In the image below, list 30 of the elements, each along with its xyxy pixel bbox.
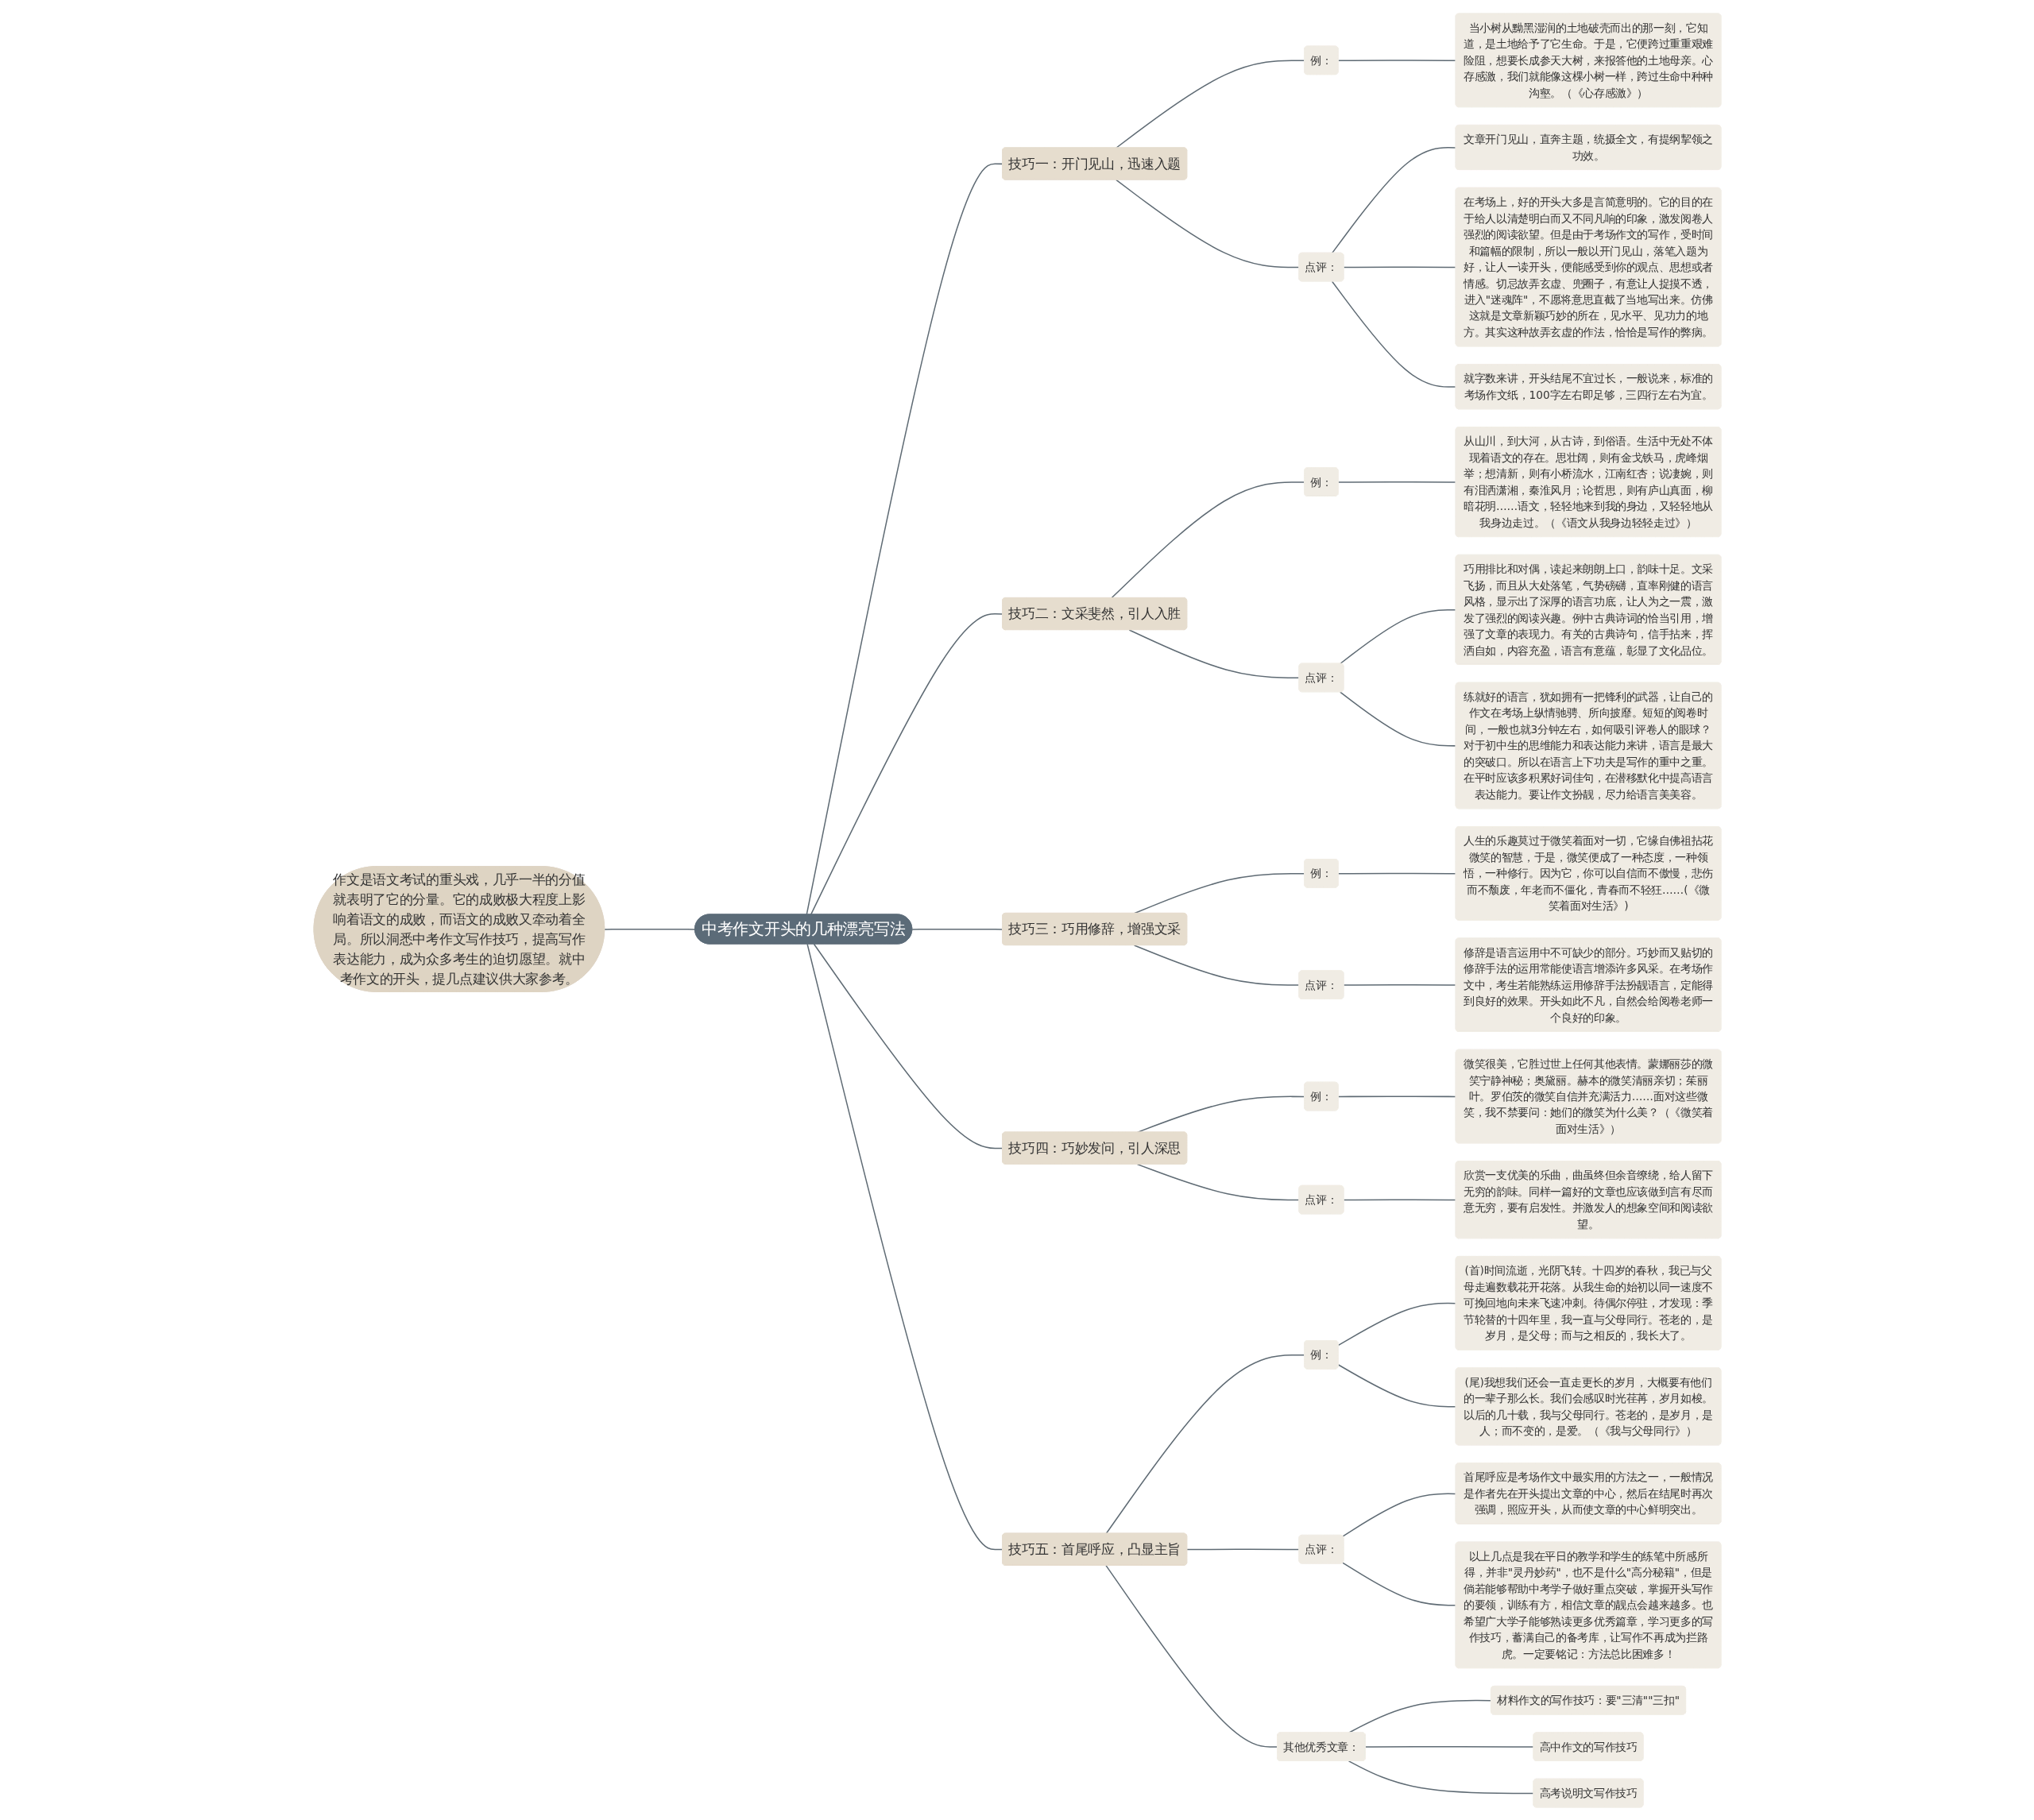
connector bbox=[1104, 1564, 1278, 1748]
connector bbox=[911, 928, 1003, 930]
connector bbox=[1343, 265, 1456, 268]
connector bbox=[1343, 1199, 1456, 1200]
connector bbox=[1337, 59, 1456, 61]
connector bbox=[1133, 944, 1300, 986]
connector bbox=[813, 943, 1003, 1149]
connector bbox=[1343, 983, 1456, 986]
connector bbox=[806, 943, 1003, 1550]
connector bbox=[1331, 146, 1456, 253]
connector bbox=[603, 928, 696, 930]
connector bbox=[1337, 481, 1456, 483]
connector bbox=[1185, 1548, 1300, 1550]
connector bbox=[1331, 280, 1456, 388]
connector bbox=[1105, 1354, 1305, 1534]
connector bbox=[1136, 1163, 1300, 1200]
connector bbox=[1337, 1302, 1456, 1346]
connector bbox=[1128, 628, 1300, 678]
connector bbox=[1337, 1363, 1456, 1408]
connector bbox=[810, 612, 1003, 915]
connector bbox=[1337, 872, 1456, 874]
connector bbox=[1115, 179, 1300, 268]
connector bbox=[1115, 59, 1305, 149]
connector bbox=[1337, 1095, 1456, 1097]
connector bbox=[1341, 1562, 1456, 1606]
connector bbox=[806, 163, 1003, 915]
connector bbox=[1341, 1493, 1456, 1537]
connector bbox=[1348, 1760, 1534, 1794]
connector bbox=[1364, 1745, 1534, 1748]
connector bbox=[1339, 690, 1456, 747]
